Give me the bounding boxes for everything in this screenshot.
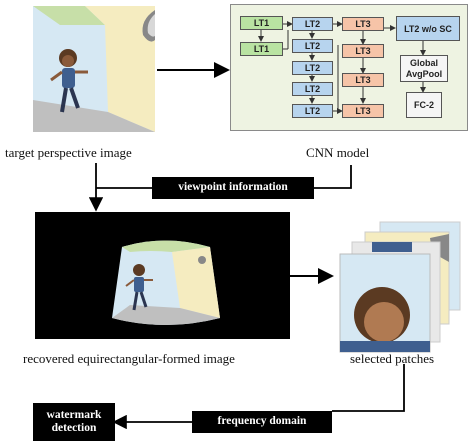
- recovered-image-caption: recovered equirectangular-formed image: [23, 351, 235, 366]
- cnn-lt2-block: LT2: [292, 61, 333, 75]
- cnn-lt2-block: LT2: [292, 104, 333, 118]
- cnn-lt3-block: LT3: [342, 104, 384, 118]
- avgpool-line1: Global: [409, 58, 438, 69]
- cnn-lt2-block: LT2: [292, 82, 333, 96]
- viewpoint-information-label: viewpoint information: [152, 177, 314, 199]
- cnn-lt3-block: LT3: [342, 17, 384, 31]
- cnn-lt1-block: LT1: [240, 16, 283, 30]
- viewpoint-connector: [314, 165, 352, 189]
- cnn-global-avgpool-block: Global AvgPool: [400, 55, 448, 82]
- cnn-lt2-no-skip-block: LT2 w/o SC: [396, 16, 460, 41]
- frequency-domain-label: frequency domain: [192, 411, 332, 433]
- watermark-line1: watermark: [46, 408, 102, 421]
- frequency-connector: [332, 364, 405, 412]
- cnn-lt2-block: LT2: [292, 17, 333, 31]
- watermark-line2: detection: [51, 422, 97, 434]
- watermark-detection-label: watermark detection: [33, 403, 115, 441]
- cnn-model-caption: CNN model: [306, 145, 370, 160]
- cnn-lt3-block: LT3: [342, 73, 384, 87]
- target-image-caption: target perspective image: [5, 145, 132, 160]
- cnn-fc-block: FC-2: [406, 92, 442, 118]
- selected-patches-caption: selected patches: [350, 351, 435, 366]
- cnn-lt3-block: LT3: [342, 44, 384, 58]
- avgpool-line2: AvgPool: [405, 68, 443, 79]
- cnn-lt2-block: LT2: [292, 39, 333, 53]
- cnn-lt1-block: LT1: [240, 42, 283, 56]
